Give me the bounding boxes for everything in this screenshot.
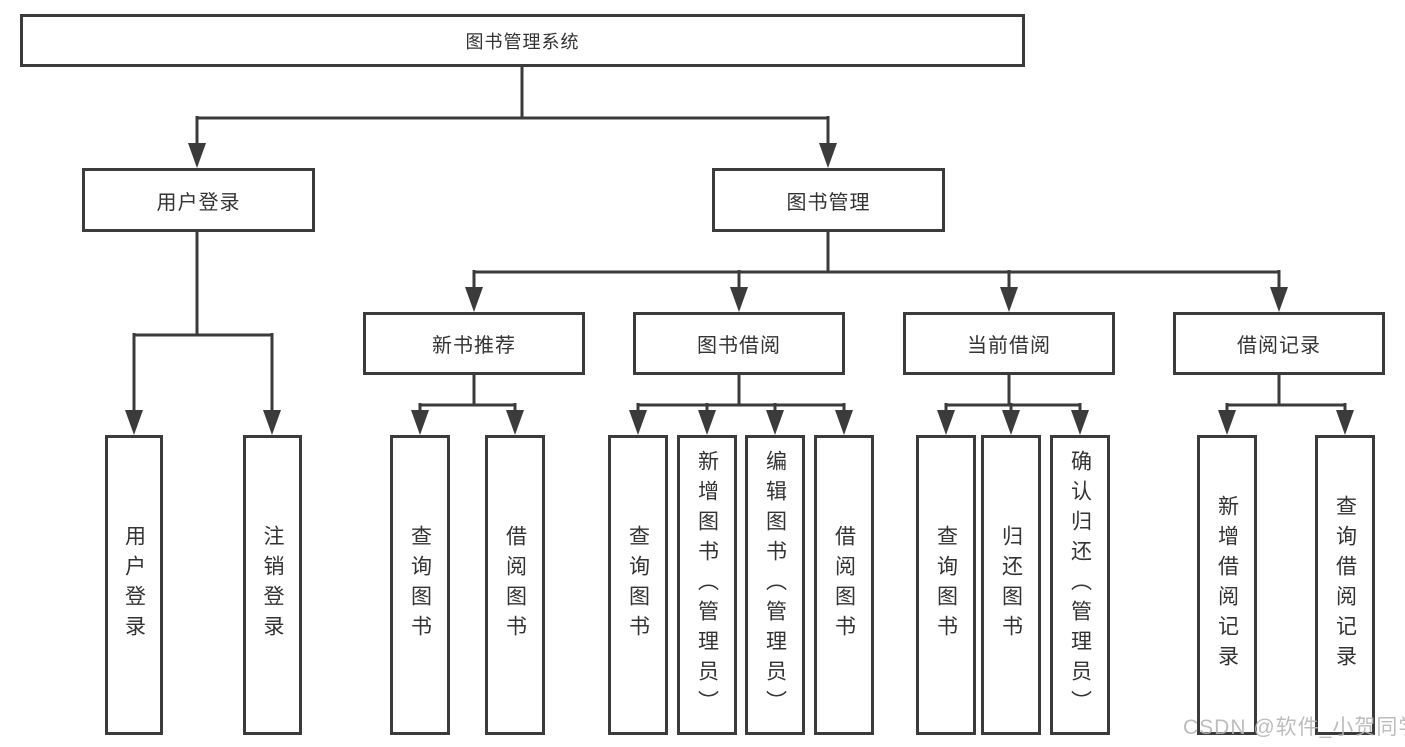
node-book-borrow: 图书借阅 <box>633 312 845 375</box>
node-user-login: 用户登录 <box>82 168 315 232</box>
arrow-down-icon <box>1218 410 1236 435</box>
arrow-down-icon <box>766 410 784 435</box>
arrow-down-icon <box>263 410 281 435</box>
leaf-query-books-recommend: 查询图书 <box>390 435 450 735</box>
leaf-confirm-return-admin: 确认归还（管理员） <box>1050 435 1110 735</box>
arrow-down-icon <box>125 410 143 435</box>
leaf-borrow-books: 借阅图书 <box>814 435 874 735</box>
arrow-down-icon <box>1000 287 1018 312</box>
arrow-down-icon <box>819 143 837 168</box>
leaf-query-books-current: 查询图书 <box>916 435 976 735</box>
arrow-down-icon <box>730 287 748 312</box>
leaf-edit-book-admin: 编辑图书（管理员） <box>745 435 805 735</box>
leaf-add-borrow-record: 新增借阅记录 <box>1197 435 1257 735</box>
node-book-management: 图书管理 <box>712 168 945 232</box>
arrow-down-icon <box>698 410 716 435</box>
leaf-query-books-borrow: 查询图书 <box>608 435 668 735</box>
arrow-down-icon <box>1002 410 1020 435</box>
leaf-borrow-books-recommend: 借阅图书 <box>485 435 545 735</box>
node-borrow-records: 借阅记录 <box>1173 312 1385 375</box>
leaf-add-book-admin: 新增图书（管理员） <box>677 435 737 735</box>
node-root: 图书管理系统 <box>20 14 1025 67</box>
leaf-logout: 注销登录 <box>243 435 302 735</box>
csdn-watermark: CSDN @软件_小贺同学 <box>1183 716 1405 739</box>
leaf-return-book: 归还图书 <box>981 435 1041 735</box>
arrow-down-icon <box>1071 410 1089 435</box>
arrow-down-icon <box>937 410 955 435</box>
arrow-down-icon <box>411 410 429 435</box>
node-new-book-recommend: 新书推荐 <box>363 312 585 375</box>
arrow-down-icon <box>1270 287 1288 312</box>
arrow-down-icon <box>835 410 853 435</box>
arrow-down-icon <box>506 410 524 435</box>
leaf-query-borrow-record: 查询借阅记录 <box>1315 435 1375 735</box>
leaf-user-login: 用户登录 <box>105 435 163 735</box>
arrow-down-icon <box>629 410 647 435</box>
arrow-down-icon <box>188 143 206 168</box>
arrow-down-icon <box>1336 410 1354 435</box>
node-current-borrow: 当前借阅 <box>903 312 1115 375</box>
arrow-down-icon <box>465 287 483 312</box>
